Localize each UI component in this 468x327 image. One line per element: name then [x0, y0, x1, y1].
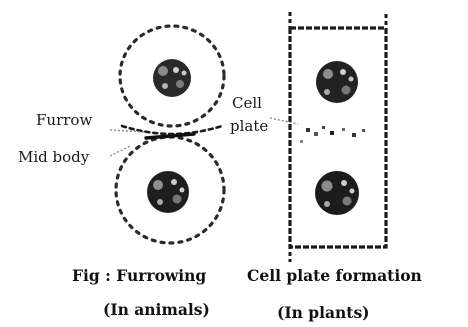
mid-body-label: Mid body	[18, 150, 89, 165]
caption-left-line2: (In animals)	[103, 302, 210, 318]
plant-upper-nucleus	[316, 61, 358, 103]
cell-plate-label-line2: plate	[230, 119, 268, 134]
caption-left-line1: Fig : Furrowing	[72, 268, 206, 284]
cell-plate	[300, 126, 365, 143]
cell-plate-pointer	[270, 118, 298, 124]
animal-lower-nucleus	[147, 171, 189, 213]
mid-body	[146, 134, 194, 138]
plant-lower-nucleus	[315, 171, 359, 215]
cell-plate-label-line1: Cell	[232, 96, 262, 111]
mid-body-pointer	[110, 146, 130, 156]
caption-right-line2: (In plants)	[277, 305, 370, 321]
animal-cell	[110, 26, 224, 243]
caption-right-line1: Cell plate formation	[247, 268, 422, 284]
animal-upper-nucleus	[153, 59, 191, 97]
plant-cell	[270, 12, 386, 262]
furrow-label: Furrow	[36, 113, 92, 128]
